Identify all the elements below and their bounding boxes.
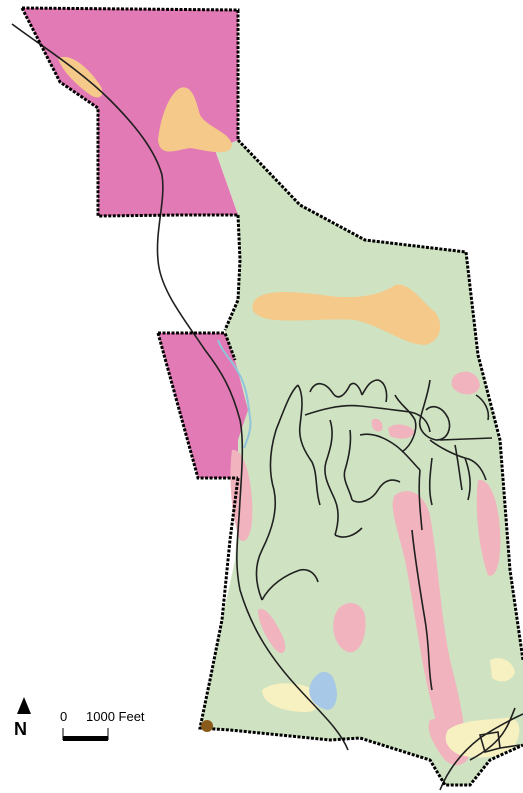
orange-zone-nw (58, 56, 103, 98)
water-pond (309, 671, 337, 710)
pink-zone-top-right (451, 371, 480, 395)
yellow-zone-east (490, 658, 515, 682)
scale-end-label: 1000 Feet (86, 709, 145, 724)
main-road (11, 23, 349, 751)
scale-bar (62, 728, 109, 741)
north-label: N (14, 719, 27, 739)
pink-zone-mid-ellipse (333, 602, 366, 653)
orange-zone-north (158, 87, 232, 153)
trail-network (255, 379, 493, 691)
southeast-roads (439, 707, 523, 791)
parcel-boundaries (20, 6, 523, 787)
brown-point-marker (201, 720, 213, 732)
pink-zone-east-strip (392, 491, 465, 762)
pink-zone-west-strip (230, 449, 253, 541)
magenta-zone-north (22, 8, 238, 216)
pink-zone-small-b (371, 418, 383, 432)
orange-zone-central (252, 284, 441, 345)
yellow-zone-south (262, 683, 321, 712)
magenta-zone-west (158, 333, 248, 478)
pink-zone-west-diag (258, 609, 286, 654)
scale-start-label: 0 (60, 709, 68, 724)
pink-zone-small-a (388, 424, 415, 439)
north-arrow-icon (17, 697, 31, 714)
pink-zone-far-east (476, 479, 501, 576)
stream-line (217, 339, 252, 449)
